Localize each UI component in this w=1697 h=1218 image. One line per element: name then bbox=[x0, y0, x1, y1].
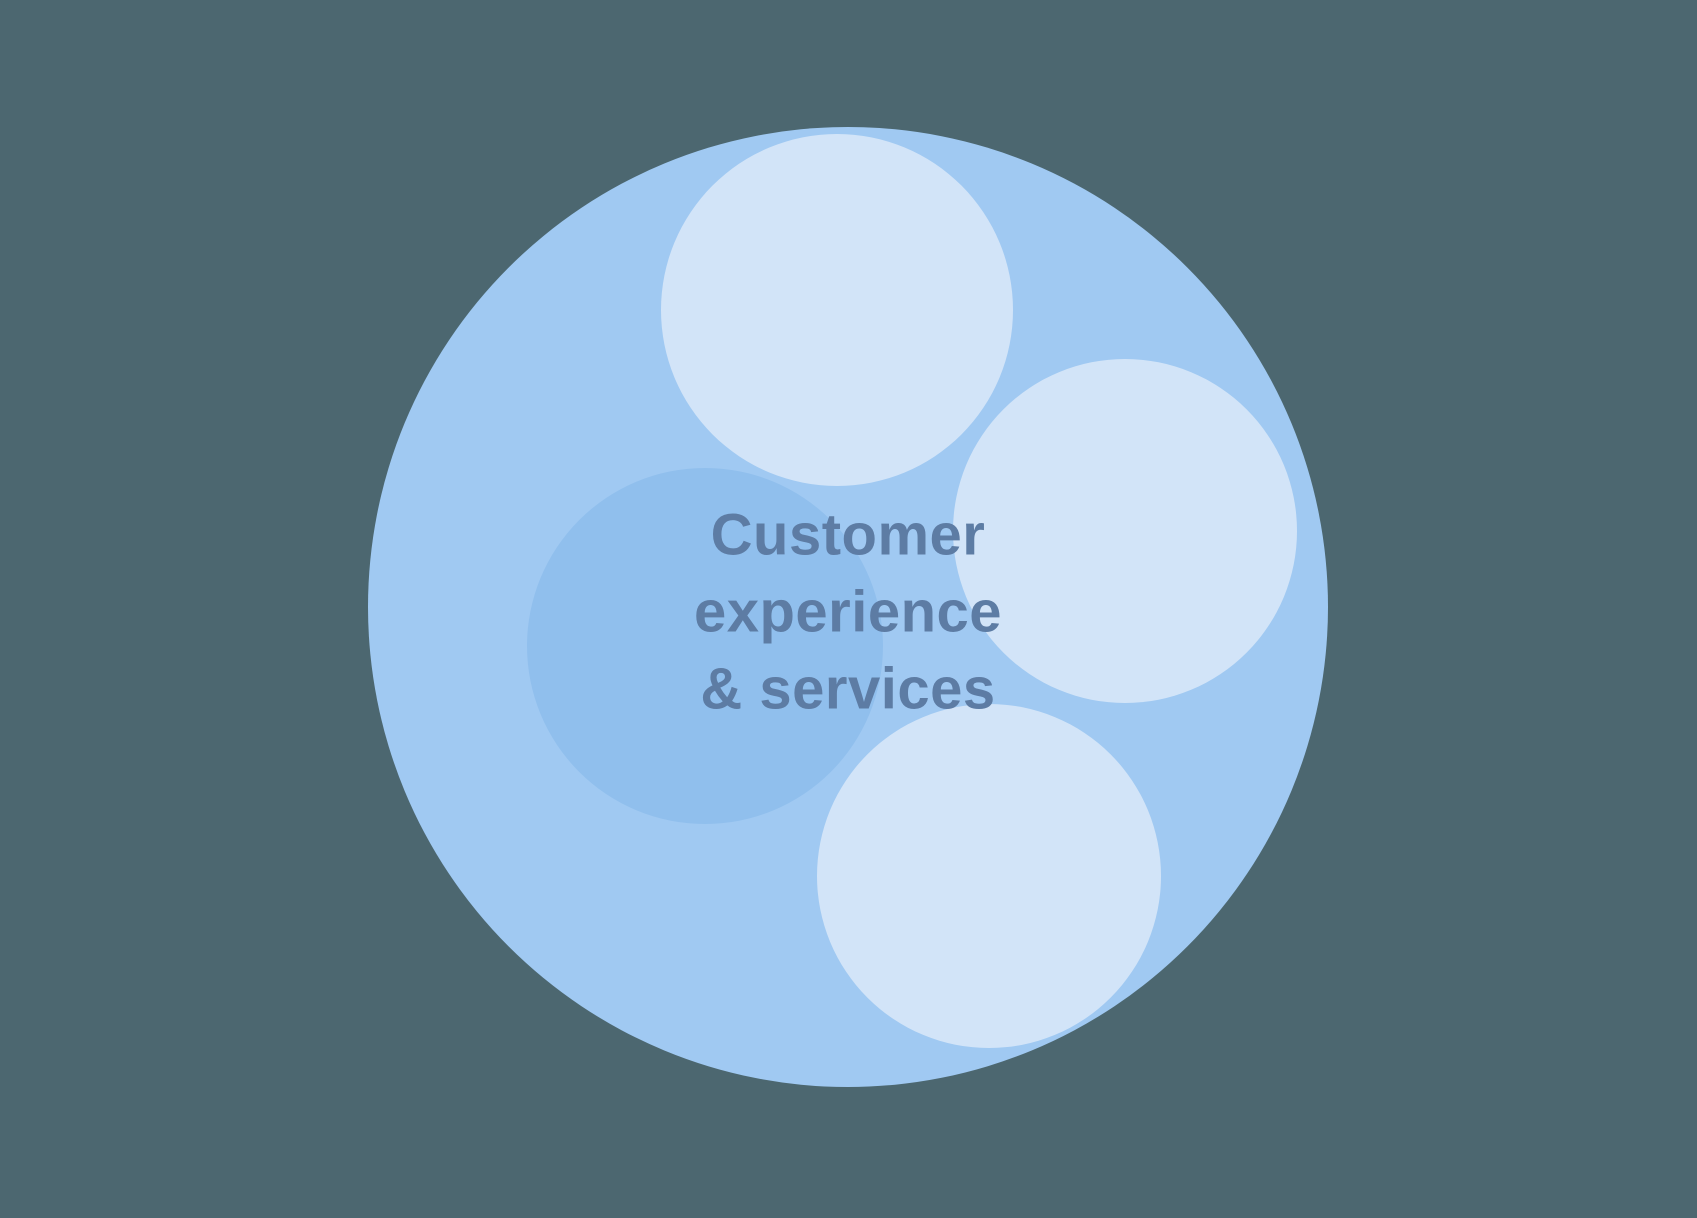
title-line-3: & services bbox=[700, 656, 996, 722]
title-line-2: experience bbox=[693, 579, 1003, 645]
top-circle bbox=[661, 134, 1013, 486]
bottom-circle bbox=[817, 704, 1161, 1048]
inner-left-circle bbox=[527, 468, 883, 824]
right-circle bbox=[953, 359, 1297, 703]
title-line-1: Customer bbox=[710, 502, 986, 568]
diagram-title: Customer experience & services bbox=[694, 497, 1002, 728]
